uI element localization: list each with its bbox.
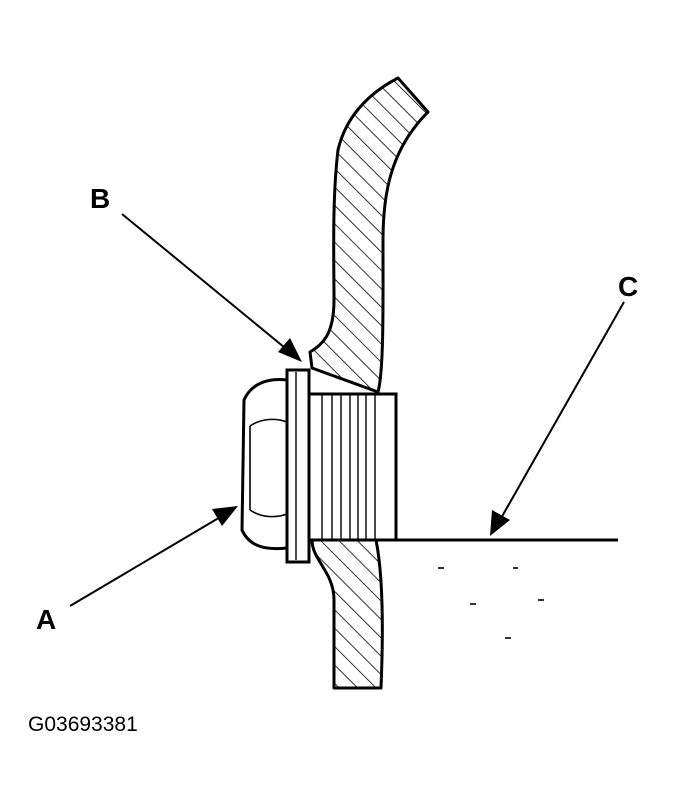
wheel-section-lower: [310, 538, 384, 690]
washer-flange: [285, 368, 311, 564]
figure-code: G03693381: [28, 713, 138, 736]
callout-label-c: C: [618, 271, 639, 302]
wheel-stud: [306, 392, 398, 542]
wheel-section-upper: [308, 76, 430, 394]
hex-nut: [240, 378, 289, 551]
leader-line-c: [490, 301, 625, 536]
callout-label-b: B: [90, 183, 111, 214]
surface-texture-marks: [438, 567, 544, 639]
leader-line-b: [121, 213, 302, 362]
callout-label-a: A: [36, 604, 57, 635]
leader-line-a: [69, 506, 238, 607]
